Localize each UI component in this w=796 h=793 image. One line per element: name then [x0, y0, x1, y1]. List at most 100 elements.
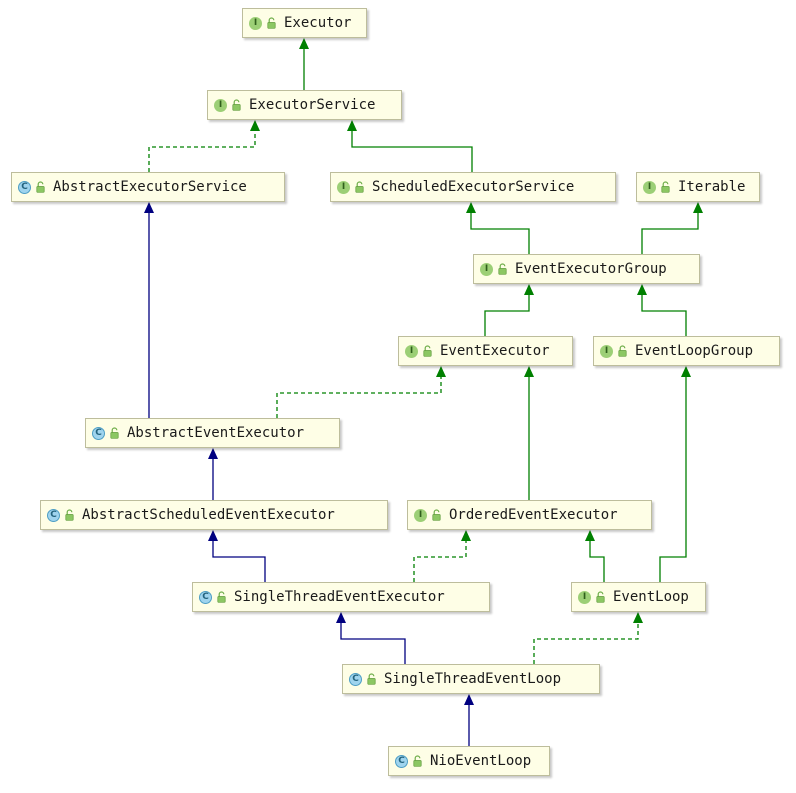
unlocked-padlock-icon	[217, 591, 226, 603]
node-event-executor[interactable]: I EventExecutor	[398, 336, 573, 366]
edge-nio-event-loop-to-single-thread-event-loop	[464, 694, 474, 746]
interface-icon: I	[600, 344, 613, 358]
node-label: SingleThreadEventExecutor	[234, 589, 445, 605]
edge-line	[351, 130, 473, 172]
node-label: ScheduledExecutorService	[372, 179, 575, 195]
edge-line	[413, 540, 467, 582]
node-label: EventLoop	[613, 589, 689, 605]
class-icon: C	[47, 508, 60, 522]
edge-arrowhead	[637, 284, 647, 295]
node-label: AbstractExecutorService	[53, 179, 247, 195]
node-label: Iterable	[678, 179, 746, 195]
node-label: EventExecutor	[440, 343, 550, 359]
interface-icon: I	[337, 180, 350, 194]
edge-ordered-event-executor-to-event-executor	[524, 366, 534, 500]
edge-arrowhead	[299, 38, 309, 49]
unlocked-padlock-icon	[110, 427, 119, 439]
class-icon: C	[395, 754, 408, 768]
edge-arrowhead	[464, 694, 474, 705]
node-label: NioEventLoop	[430, 753, 532, 769]
edge-event-executor-group-to-scheduled-executor-service	[466, 202, 530, 254]
edge-abstract-event-executor-to-event-executor	[276, 366, 446, 418]
node-abstract-event-executor[interactable]: C AbstractEventExecutor	[85, 418, 340, 448]
unlocked-padlock-icon	[498, 263, 507, 275]
class-icon: C	[18, 180, 31, 194]
node-single-thread-event-executor[interactable]: C SingleThreadEventExecutor	[192, 582, 490, 612]
node-label: EventExecutorGroup	[515, 261, 667, 277]
node-label: AbstractEventExecutor	[127, 425, 305, 441]
class-icon: C	[92, 426, 105, 440]
node-label: ExecutorService	[249, 97, 376, 113]
node-abstract-executor-service[interactable]: C AbstractExecutorService	[11, 172, 285, 202]
interface-icon: I	[643, 180, 656, 194]
edge-single-thread-event-loop-to-single-thread-event-executor	[336, 612, 406, 664]
interface-icon: I	[414, 508, 427, 522]
unlocked-padlock-icon	[232, 99, 241, 111]
unlocked-padlock-icon	[618, 345, 627, 357]
edge-single-thread-event-executor-to-abstract-scheduled-event-executor	[208, 530, 266, 582]
unlocked-padlock-icon	[661, 181, 670, 193]
interface-icon: I	[578, 590, 591, 604]
edge-single-thread-event-loop-to-event-loop	[533, 612, 643, 664]
edge-executor-service-to-executor	[299, 38, 309, 90]
edge-arrowhead	[208, 448, 218, 459]
node-event-loop[interactable]: I EventLoop	[571, 582, 706, 612]
edge-arrowhead	[681, 366, 691, 377]
interface-icon: I	[249, 16, 262, 30]
edge-abstract-executor-service-to-executor-service	[148, 120, 260, 172]
edge-arrowhead	[336, 612, 346, 623]
edge-line	[533, 622, 639, 664]
edge-event-loop-to-event-loop-group	[659, 366, 691, 582]
edge-arrowhead	[693, 202, 703, 213]
node-label: OrderedEventExecutor	[449, 507, 618, 523]
unlocked-padlock-icon	[432, 509, 441, 521]
unlocked-padlock-icon	[596, 591, 605, 603]
interface-icon: I	[480, 262, 493, 276]
edge-scheduled-executor-service-to-executor-service	[347, 120, 473, 172]
edge-event-executor-group-to-iterable	[641, 202, 703, 254]
edge-abstract-event-executor-to-abstract-executor-service	[144, 202, 154, 418]
edge-line	[589, 540, 605, 582]
node-executor-service[interactable]: I ExecutorService	[207, 90, 402, 120]
node-scheduled-executor-service[interactable]: I ScheduledExecutorService	[330, 172, 616, 202]
edge-arrowhead	[633, 612, 643, 623]
unlocked-padlock-icon	[36, 181, 45, 193]
class-icon: C	[199, 590, 212, 604]
edge-event-loop-group-to-event-executor-group	[637, 284, 687, 336]
unlocked-padlock-icon	[65, 509, 74, 521]
edge-arrowhead	[347, 120, 357, 131]
edge-line	[484, 294, 530, 336]
node-ordered-event-executor[interactable]: I OrderedEventExecutor	[407, 500, 652, 530]
edge-line	[470, 212, 530, 254]
unlocked-padlock-icon	[413, 755, 422, 767]
unlocked-padlock-icon	[367, 673, 376, 685]
unlocked-padlock-icon	[267, 17, 276, 29]
node-label: Executor	[284, 15, 352, 31]
edge-abstract-scheduled-event-executor-to-abstract-event-executor	[208, 448, 218, 500]
edge-line	[276, 376, 442, 418]
interface-icon: I	[405, 344, 418, 358]
class-icon: C	[349, 672, 362, 686]
edge-line	[659, 376, 687, 582]
edge-arrowhead	[208, 530, 218, 541]
edge-single-thread-event-executor-to-ordered-event-executor	[413, 530, 471, 582]
node-event-executor-group[interactable]: I EventExecutorGroup	[473, 254, 700, 284]
node-iterable[interactable]: I Iterable	[636, 172, 760, 202]
edge-arrowhead	[461, 530, 471, 541]
edge-event-loop-to-ordered-event-executor	[585, 530, 605, 582]
unlocked-padlock-icon	[423, 345, 432, 357]
edge-arrowhead	[250, 120, 260, 131]
node-executor[interactable]: I Executor	[242, 8, 367, 38]
edge-arrowhead	[144, 202, 154, 213]
unlocked-padlock-icon	[355, 181, 364, 193]
interface-icon: I	[214, 98, 227, 112]
node-nio-event-loop[interactable]: C NioEventLoop	[388, 746, 550, 776]
edge-arrowhead	[436, 366, 446, 377]
edge-event-executor-to-event-executor-group	[484, 284, 534, 336]
edge-line	[340, 622, 406, 664]
